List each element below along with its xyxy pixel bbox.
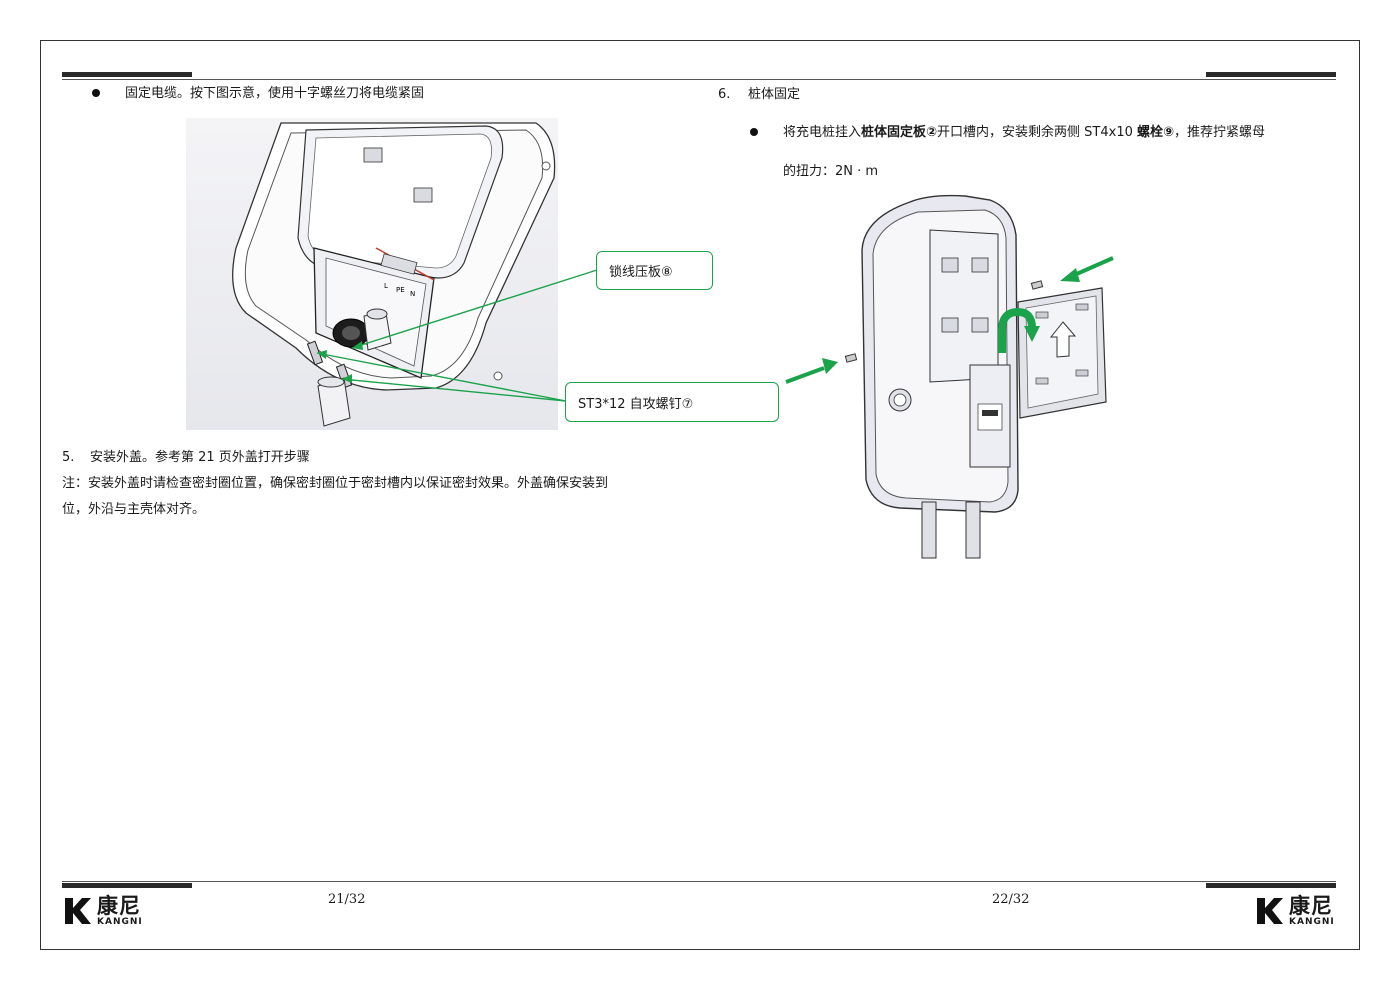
note-line-1: 注：安装外盖时请检查密封圈位置，确保密封圈位于密封槽内以保证密封效果。外盖确保安… [62, 476, 609, 491]
logo-cn-text: 康尼 [97, 894, 141, 918]
footer-bar-left [62, 883, 192, 888]
svg-text:PE: PE [396, 286, 405, 294]
logo-cn-text: 康尼 [1289, 894, 1333, 918]
logo-en-text: KANGNI [97, 917, 143, 927]
bullet-text-part3: ，推荐拧紧螺母 [1174, 125, 1266, 140]
cable-clamp-illustration: L PE N [186, 118, 558, 430]
footer-rule [62, 881, 1336, 882]
svg-text:N: N [410, 290, 415, 298]
note-line-2: 位，外沿与主壳体对齐。 [62, 502, 206, 517]
callout-self-tapping-screw: ST3*12 自攻螺钉⑦ [565, 382, 779, 422]
kangni-logo-left: 康尼 KANGNI [62, 895, 143, 927]
step5-title: 安装外盖。参考第 21 页外盖打开步骤 [90, 450, 310, 465]
step6-number: 6. [718, 87, 731, 102]
bullet-text-part1: 将充电桩挂入 [783, 125, 862, 140]
step5-number: 5. [62, 450, 75, 465]
bullet-text-bold2: 螺栓⑨ [1137, 125, 1175, 140]
right-bullet-line-2: 的扭力：2N · m [783, 164, 879, 179]
page-number-right: 22/32 [992, 892, 1030, 907]
kangni-logo-right: 康尼 KANGNI [1254, 895, 1335, 927]
right-bullet-line-1: 将充电桩挂入桩体固定板②开口槽内，安装剩余两侧 ST4x10 螺栓⑨，推荐拧紧螺… [783, 125, 1265, 141]
left-bullet-text: 固定电缆。按下图示意，使用十字螺丝刀将电缆紧固 [125, 86, 425, 101]
header-bar-right [1206, 72, 1336, 77]
header-rule [62, 79, 1336, 80]
kangni-logo-mark-icon [65, 898, 91, 924]
bullet-text-part2: 开口槽内，安装剩余两侧 ST4x10 [937, 125, 1137, 140]
bullet-dot [92, 89, 100, 97]
kangni-logo-mark-icon [1257, 898, 1283, 924]
page-frame [40, 40, 1360, 950]
page-number-left: 21/32 [328, 892, 366, 907]
footer-bar-right [1206, 883, 1336, 888]
bullet-dot [750, 128, 758, 136]
logo-en-text: KANGNI [1289, 917, 1335, 927]
callout-cable-clamp-plate: 锁线压板⑧ [596, 251, 713, 290]
svg-text:L: L [384, 282, 388, 290]
step6-title: 桩体固定 [748, 87, 801, 102]
header-bar-left [62, 72, 192, 77]
mounting-plate-illustration [785, 194, 1114, 559]
bullet-text-bold1: 桩体固定板② [861, 125, 938, 140]
